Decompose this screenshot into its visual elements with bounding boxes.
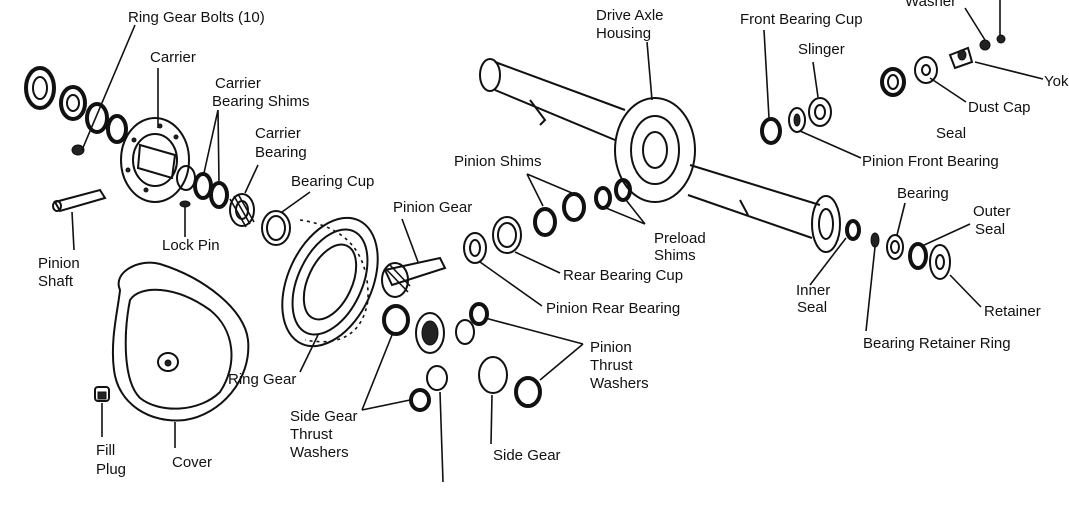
label-ring-gear: Ring Gear bbox=[228, 371, 296, 388]
front-bearing-cup bbox=[760, 117, 782, 145]
pinion-shims bbox=[533, 192, 586, 237]
label-seal: Seal bbox=[936, 125, 966, 142]
cover bbox=[111, 261, 250, 422]
label-slinger: Slinger bbox=[798, 41, 845, 58]
fill-plug bbox=[94, 386, 110, 402]
label-preload-shims-1: Preload bbox=[654, 230, 706, 247]
label-drive-axle-housing-2: Housing bbox=[596, 25, 651, 42]
label-rear-bearing-cup: Rear Bearing Cup bbox=[563, 267, 683, 284]
label-retainer: Retainer bbox=[984, 303, 1041, 320]
bearing-cup bbox=[261, 210, 291, 246]
label-yoke: Yoke bbox=[1044, 73, 1069, 90]
label-dust-cap: Dust Cap bbox=[968, 99, 1031, 116]
label-side-gear-thrust-washers-2: Thrust bbox=[290, 426, 333, 443]
label-front-bearing-cup: Front Bearing Cup bbox=[740, 11, 863, 28]
label-inner-seal-2: Seal bbox=[797, 299, 827, 316]
label-side-gear-thrust-washers-3: Washers bbox=[290, 444, 349, 461]
label-preload-shims-2: Shims bbox=[654, 247, 696, 264]
label-pinion-thrust-washers-2: Thrust bbox=[590, 357, 633, 374]
washer bbox=[979, 34, 1006, 51]
label-drive-axle-housing-1: Drive Axle bbox=[596, 7, 664, 24]
labels: Ring Gear Bolts (10) Carrier Carrier Bea… bbox=[38, 0, 1069, 478]
label-carrier-bearing-shims-1: Carrier bbox=[215, 75, 261, 92]
label-pinion-thrust-washers-1: Pinion bbox=[590, 339, 632, 356]
label-carrier: Carrier bbox=[150, 49, 196, 66]
slinger bbox=[808, 97, 832, 127]
carrier-bearing bbox=[229, 193, 255, 228]
dust-cap bbox=[914, 56, 938, 84]
ring-gear-bolt bbox=[71, 144, 85, 156]
differential-gears bbox=[382, 302, 542, 412]
carrier-bearing-left bbox=[24, 66, 128, 144]
inner-seal bbox=[845, 219, 861, 241]
ring-gear bbox=[281, 216, 379, 348]
label-outer-seal-1: Outer bbox=[973, 203, 1011, 220]
label-lock-pin: Lock Pin bbox=[162, 237, 220, 254]
pinion-front-bearing bbox=[788, 107, 806, 133]
label-carrier-bearing-1: Carrier bbox=[255, 125, 301, 142]
pinion-rear-bearing bbox=[463, 232, 487, 264]
label-outer-seal-2: Seal bbox=[975, 221, 1005, 238]
label-side-gear: Side Gear bbox=[493, 447, 561, 464]
bearing-retainer-ring bbox=[870, 232, 880, 248]
label-washer: Washer bbox=[905, 0, 956, 10]
label-carrier-bearing-2: Bearing bbox=[255, 144, 307, 161]
rear-bearing-cup bbox=[492, 216, 522, 254]
label-pinion-shaft-2: Shaft bbox=[38, 273, 74, 290]
seal bbox=[880, 67, 906, 97]
label-pinion-shaft-1: Pinion bbox=[38, 255, 80, 272]
lock-pin bbox=[179, 200, 191, 208]
pinion-gear bbox=[381, 256, 447, 298]
carrier-bearing-shims bbox=[193, 172, 229, 209]
carrier bbox=[120, 117, 196, 203]
label-bearing: Bearing bbox=[897, 185, 949, 202]
label-ring-gear-bolts: Ring Gear Bolts (10) bbox=[128, 9, 265, 26]
label-carrier-bearing-shims-2: Bearing Shims bbox=[212, 93, 310, 110]
label-bearing-retainer-ring: Bearing Retainer Ring bbox=[863, 335, 1011, 352]
label-pinion-thrust-washers-3: Washers bbox=[590, 375, 649, 392]
label-pinion-front-bearing: Pinion Front Bearing bbox=[862, 153, 999, 170]
label-pinion-rear-bearing: Pinion Rear Bearing bbox=[546, 300, 680, 317]
pinion-shaft bbox=[52, 188, 107, 213]
label-pinion-shims: Pinion Shims bbox=[454, 153, 542, 170]
label-pinion-gear: Pinion Gear bbox=[393, 199, 472, 216]
label-cover: Cover bbox=[172, 454, 212, 471]
drive-axle-housing bbox=[479, 58, 841, 253]
label-fill-plug-2: Plug bbox=[96, 461, 126, 478]
outer-seal bbox=[908, 242, 928, 270]
label-bearing-cup: Bearing Cup bbox=[291, 173, 374, 190]
leader-lines bbox=[71, 0, 1044, 483]
label-fill-plug-1: Fill bbox=[96, 442, 115, 459]
bearing bbox=[886, 234, 904, 260]
retainer bbox=[929, 244, 951, 280]
yoke bbox=[948, 46, 974, 70]
label-inner-seal-1: Inner bbox=[796, 282, 830, 299]
label-side-gear-thrust-washers-1: Side Gear bbox=[290, 408, 358, 425]
